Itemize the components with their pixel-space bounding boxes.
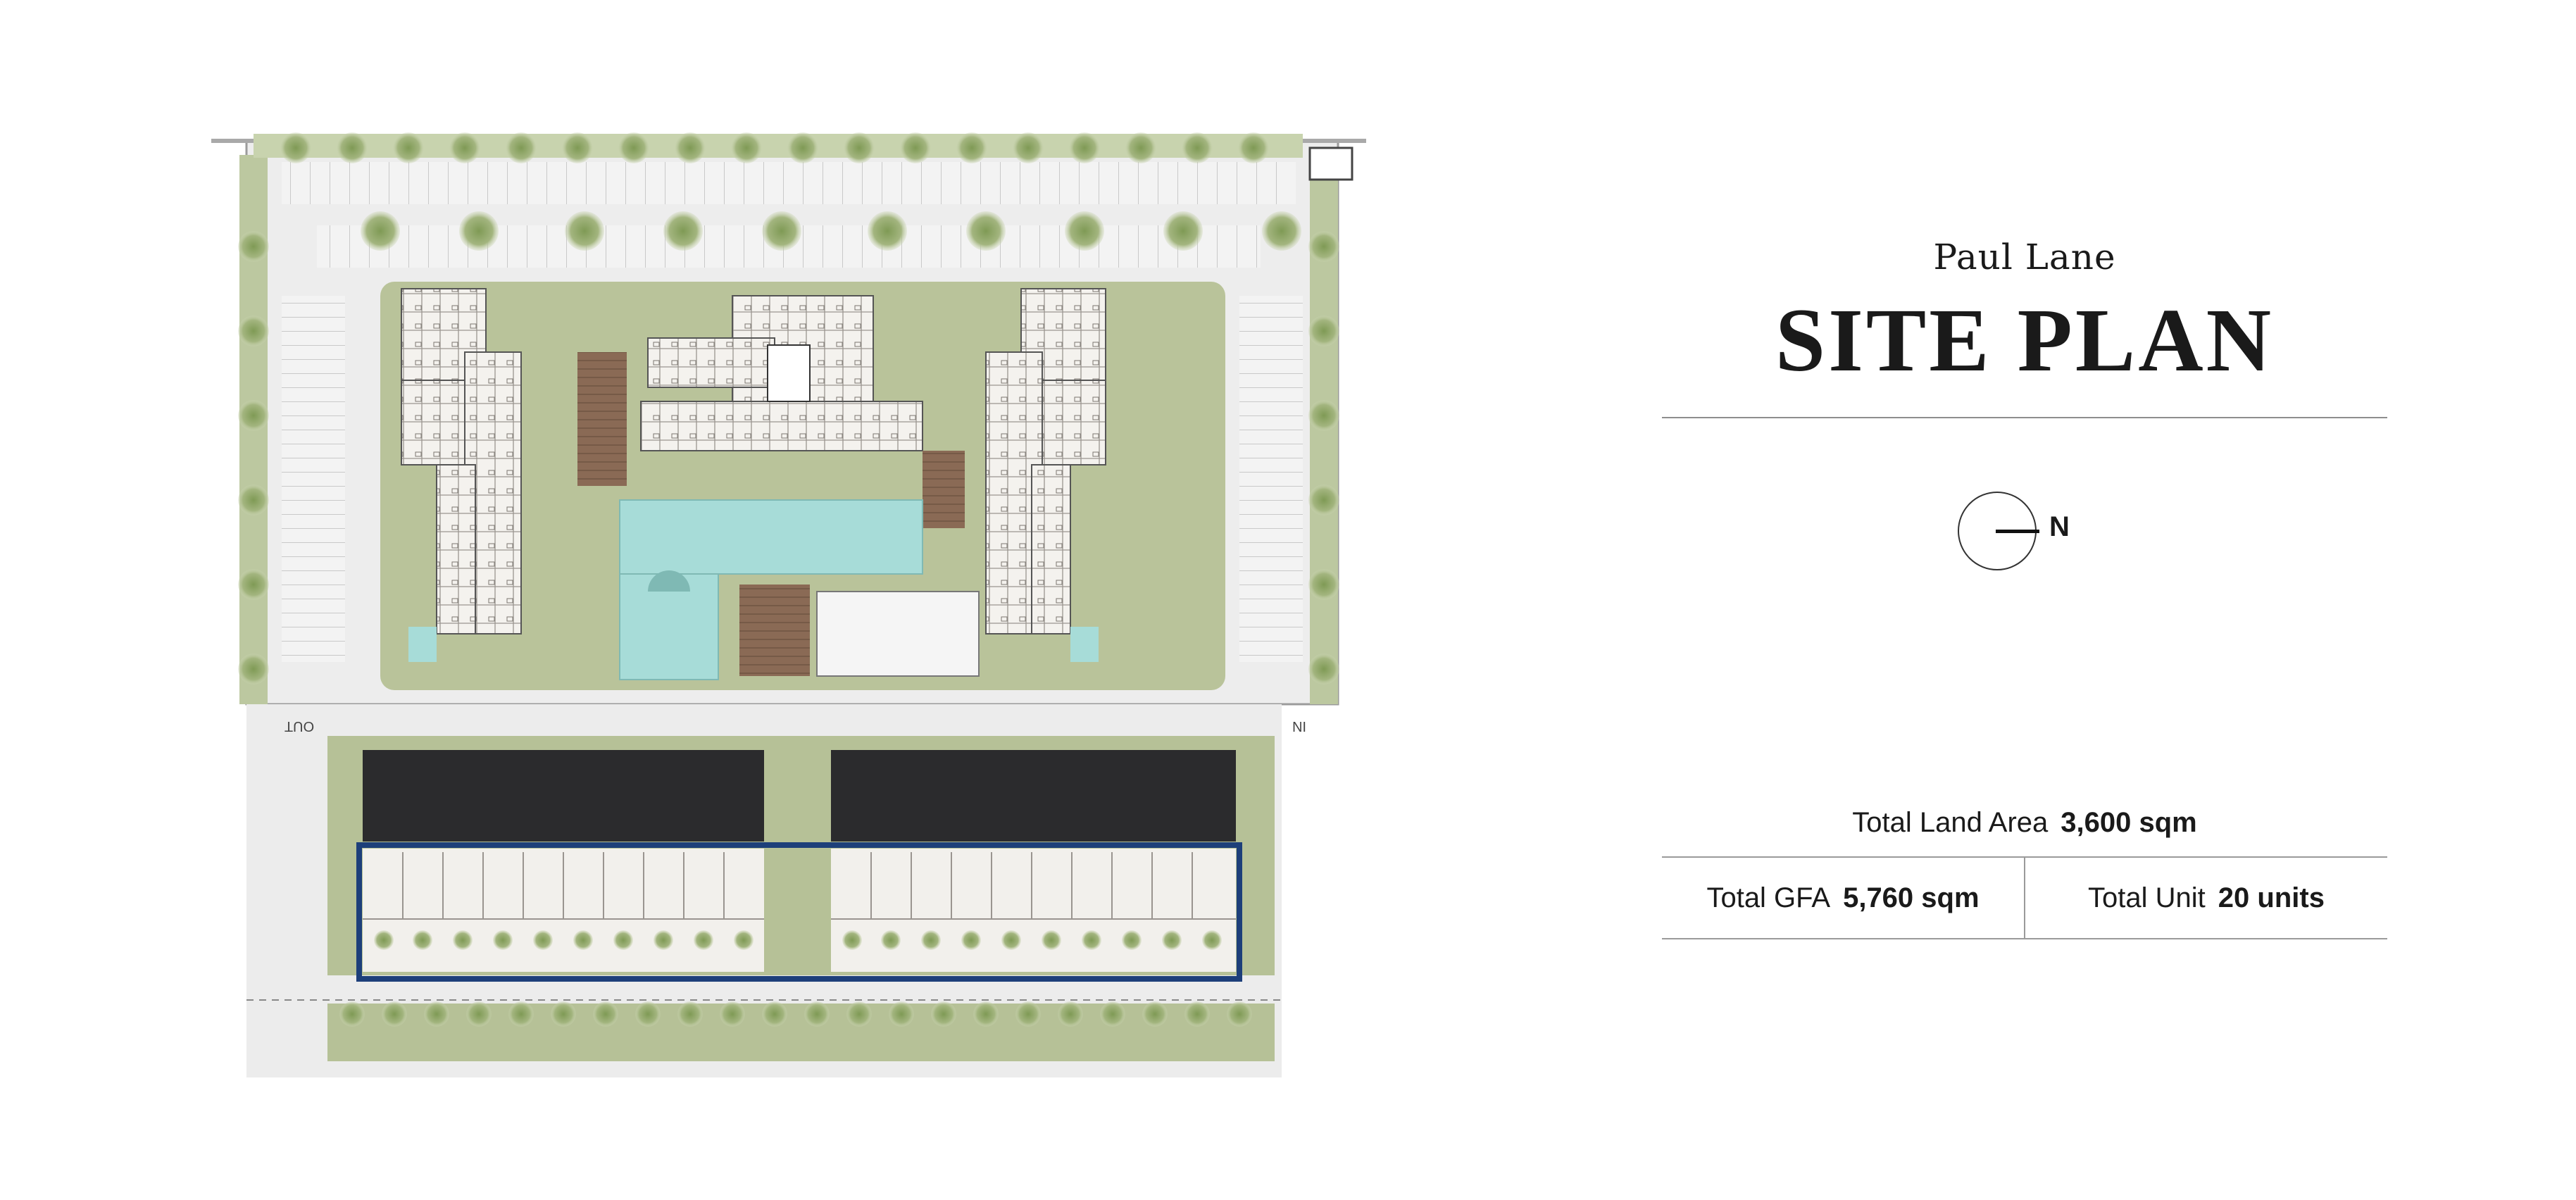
swimming-pool <box>619 499 923 575</box>
stats-bottom-divider <box>1662 938 2387 939</box>
townhouse-roof-right <box>831 750 1236 842</box>
bottom-hedge-trees <box>339 1001 1252 1027</box>
building-left <box>401 288 522 662</box>
info-panel: Paul Lane SITE PLAN N Total Land Area 3,… <box>1662 232 2387 939</box>
land-area-value: 3,600 sqm <box>2061 806 2197 838</box>
timber-deck-left <box>577 352 627 486</box>
stats-column-divider <box>2024 858 2025 938</box>
townhouse-highlight-frame <box>356 842 1242 982</box>
building-right <box>985 288 1106 662</box>
gfa-value: 5,760 sqm <box>1843 882 1980 913</box>
parking-right-column <box>1239 296 1303 662</box>
title-divider <box>1662 417 2387 418</box>
townhouse-units-right <box>831 849 1236 972</box>
units-cell: Total Unit 20 units <box>2025 858 2387 938</box>
parking-left-column <box>282 296 345 662</box>
guard-house <box>1308 146 1353 181</box>
compass-needle-icon <box>1996 530 2039 533</box>
gfa-label: Total GFA <box>1706 882 1831 913</box>
entry-label: IN <box>1292 718 1306 734</box>
townhouse-front-trees <box>374 930 1222 950</box>
units-label: Total Unit <box>2088 882 2206 913</box>
project-name: Paul Lane <box>1933 237 2116 277</box>
site-plan-map: OUT IN <box>211 120 1394 1085</box>
townhouse-unit-dividers <box>363 852 1236 920</box>
timber-deck-bottom <box>739 585 810 676</box>
compass-north-label: N <box>2049 511 2070 542</box>
land-area-row: Total Land Area 3,600 sqm <box>1662 789 2387 856</box>
units-value: 20 units <box>2218 882 2325 913</box>
page-title: SITE PLAN <box>1775 290 2275 390</box>
tree-row-top <box>280 132 1269 163</box>
building-center <box>640 295 923 451</box>
stats-divider <box>1662 856 2387 858</box>
gfa-units-row: Total GFA 5,760 sqm Total Unit 20 units <box>1662 858 2387 938</box>
exit-label: OUT <box>285 718 314 734</box>
land-area-label: Total Land Area <box>1852 806 2049 838</box>
timber-deck-right <box>923 451 965 528</box>
parking-top-row <box>282 162 1296 204</box>
clubhouse <box>816 591 980 677</box>
townhouse-roof-left <box>363 750 764 842</box>
gfa-cell: Total GFA 5,760 sqm <box>1662 858 2024 938</box>
north-compass: N <box>1958 492 2099 576</box>
site-statistics: Total Land Area 3,600 sqm Total GFA 5,76… <box>1662 789 2387 939</box>
tree-row-parking <box>361 211 1301 251</box>
tree-column-sides <box>238 231 1339 685</box>
